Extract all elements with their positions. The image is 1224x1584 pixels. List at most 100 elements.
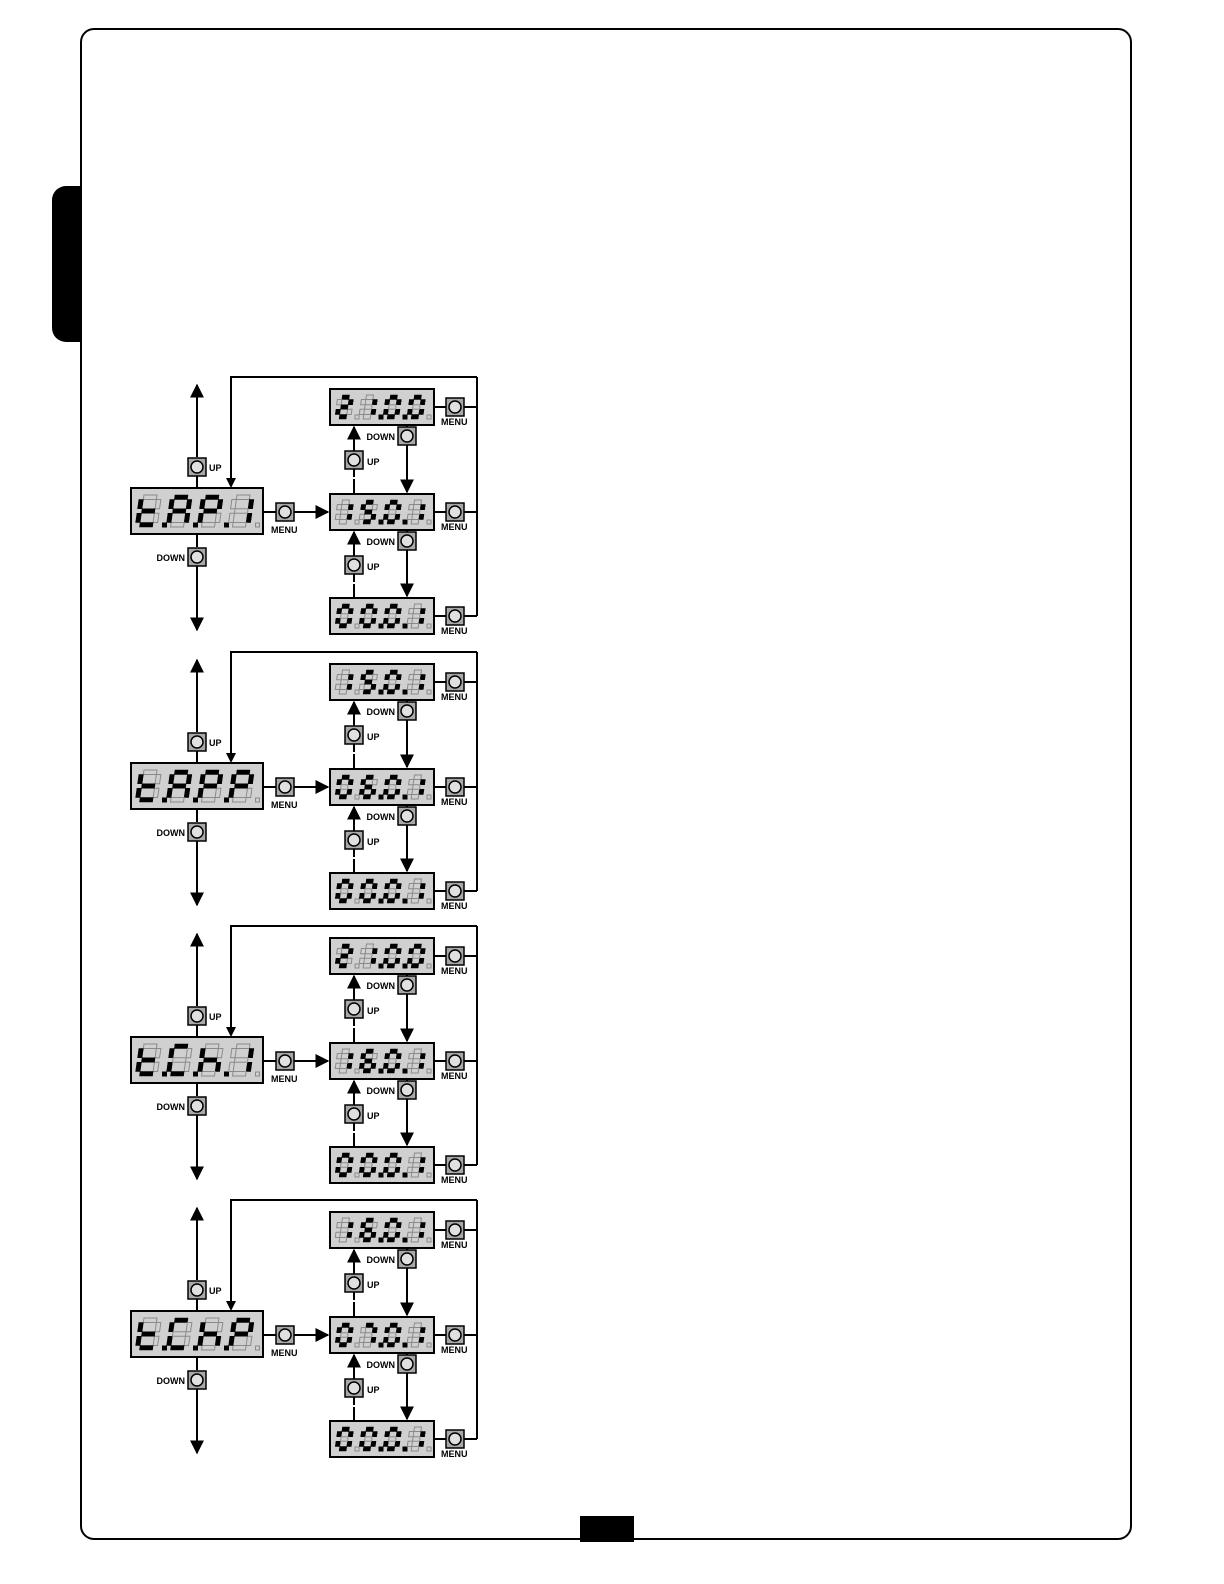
down-label: DOWN (367, 707, 396, 717)
down-button[interactable] (398, 427, 416, 445)
menu-label: MENU (441, 1240, 468, 1250)
menu-label: MENU (441, 1449, 468, 1459)
up-button[interactable] (345, 1000, 363, 1018)
down-label: DOWN (157, 1102, 186, 1112)
up-button[interactable] (345, 451, 363, 469)
value-display-3 (330, 1421, 434, 1457)
menu-button[interactable] (446, 673, 464, 691)
up-button[interactable] (345, 1105, 363, 1123)
down-button[interactable] (398, 532, 416, 550)
down-label: DOWN (157, 828, 186, 838)
value-display-1 (330, 389, 434, 425)
up-button[interactable] (188, 1007, 206, 1025)
up-button[interactable] (345, 556, 363, 574)
down-button[interactable] (188, 548, 206, 566)
menu-label: MENU (271, 1074, 298, 1084)
menu-button[interactable] (446, 1326, 464, 1344)
down-label: DOWN (367, 1086, 396, 1096)
down-button[interactable] (398, 1250, 416, 1268)
menu-button[interactable] (446, 1052, 464, 1070)
menu-button[interactable] (446, 607, 464, 625)
menu-button[interactable] (276, 1052, 294, 1070)
down-button[interactable] (188, 1097, 206, 1115)
up-label: UP (367, 457, 380, 467)
up-button[interactable] (345, 1379, 363, 1397)
menu-label: MENU (441, 1071, 468, 1081)
menu-label: MENU (441, 797, 468, 807)
up-label: UP (209, 1286, 222, 1296)
up-button[interactable] (188, 1281, 206, 1299)
down-label: DOWN (367, 1255, 396, 1265)
up-button[interactable] (345, 1274, 363, 1292)
value-display-3 (330, 1147, 434, 1183)
down-label: DOWN (157, 1376, 186, 1386)
flow-arrow (226, 753, 236, 763)
parameter-display (131, 763, 263, 809)
menu-button[interactable] (446, 1221, 464, 1239)
menu-label: MENU (441, 901, 468, 911)
value-display-1 (330, 664, 434, 700)
value-display-2 (330, 769, 434, 805)
up-label: UP (209, 1012, 222, 1022)
menu-button[interactable] (446, 503, 464, 521)
menu-button[interactable] (276, 778, 294, 796)
down-button[interactable] (398, 976, 416, 994)
menu-label: MENU (271, 525, 298, 535)
menu-button[interactable] (446, 1156, 464, 1174)
value-display-3 (330, 598, 434, 634)
value-display-2 (330, 1317, 434, 1353)
menu-button[interactable] (446, 398, 464, 416)
value-display-2 (330, 494, 434, 530)
down-button[interactable] (398, 807, 416, 825)
menu-label: MENU (271, 1348, 298, 1358)
parameter-display (131, 1037, 263, 1083)
up-label: UP (367, 1280, 380, 1290)
flow-arrow (226, 1301, 236, 1311)
up-button[interactable] (188, 733, 206, 751)
down-button[interactable] (188, 823, 206, 841)
value-display-3 (330, 873, 434, 909)
menu-label: MENU (441, 522, 468, 532)
value-display-2 (330, 1043, 434, 1079)
menu-group-tapp: UPDOWNMENUMENUMENUMENUUPDOWNUPDOWN (131, 652, 477, 911)
up-label: UP (367, 837, 380, 847)
down-label: DOWN (157, 553, 186, 563)
up-button[interactable] (345, 831, 363, 849)
down-button[interactable] (398, 702, 416, 720)
down-label: DOWN (367, 432, 396, 442)
down-label: DOWN (367, 1360, 396, 1370)
down-label: DOWN (367, 537, 396, 547)
up-label: UP (209, 738, 222, 748)
up-label: UP (367, 1006, 380, 1016)
menu-label: MENU (441, 966, 468, 976)
menu-button[interactable] (276, 503, 294, 521)
flow-arrow (226, 1027, 236, 1037)
down-label: DOWN (367, 981, 396, 991)
up-button[interactable] (188, 458, 206, 476)
up-label: UP (367, 1385, 380, 1395)
menu-label: MENU (441, 417, 468, 427)
up-label: UP (367, 1111, 380, 1121)
down-button[interactable] (398, 1355, 416, 1373)
parameter-display (131, 488, 263, 534)
down-button[interactable] (188, 1371, 206, 1389)
menu-button[interactable] (276, 1326, 294, 1344)
menu-button[interactable] (446, 882, 464, 900)
up-button[interactable] (345, 726, 363, 744)
menu-label: MENU (441, 626, 468, 636)
menu-button[interactable] (446, 1430, 464, 1448)
menu-button[interactable] (446, 778, 464, 796)
down-button[interactable] (398, 1081, 416, 1099)
menu-button[interactable] (446, 947, 464, 965)
value-display-1 (330, 1212, 434, 1248)
menu-label: MENU (441, 692, 468, 702)
menu-group-tch1: UP DOWN MENU MENU MENU MENU UP DOWN UP DOWN (131, 926, 477, 1185)
menu-label: MENU (441, 1175, 468, 1185)
up-label: UP (209, 463, 222, 473)
flow-arrow (226, 478, 236, 488)
value-display-1 (330, 938, 434, 974)
down-label: DOWN (367, 812, 396, 822)
up-label: UP (367, 732, 380, 742)
